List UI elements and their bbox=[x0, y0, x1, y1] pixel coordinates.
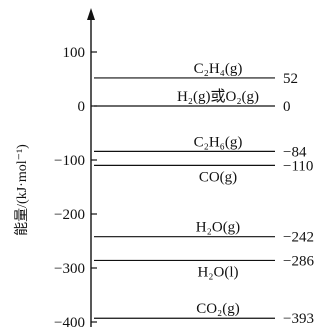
y-tick-label: −200 bbox=[54, 207, 85, 223]
species-label: C₂H₆(g) bbox=[194, 134, 243, 150]
species-label: CO₂(g) bbox=[196, 301, 240, 317]
species-label: C₂H₄(g) bbox=[194, 61, 243, 77]
species-label: H₂O(l) bbox=[197, 264, 238, 280]
y-axis-label: 能量/(kJ·mol⁻¹) bbox=[14, 144, 30, 236]
energy-value-label: −110 bbox=[283, 158, 313, 174]
energy-value-label: −286 bbox=[283, 253, 314, 269]
species-label: CO(g) bbox=[199, 169, 237, 185]
energy-value-label: −84 bbox=[283, 144, 307, 160]
y-tick-label: −300 bbox=[54, 261, 85, 277]
energy-value-label: −242 bbox=[283, 230, 314, 246]
y-tick-label: 0 bbox=[78, 99, 86, 115]
y-ticks: 100 0 −100 −200 −300 −400 bbox=[54, 45, 97, 329]
species-label: H₂O(g) bbox=[196, 220, 240, 236]
y-axis-arrow bbox=[87, 8, 95, 20]
y-tick-label: −100 bbox=[54, 153, 85, 169]
species-label: H₂(g)或O₂(g) bbox=[177, 88, 259, 105]
y-tick-label: −400 bbox=[54, 315, 85, 329]
energy-value-label: −393 bbox=[283, 311, 314, 327]
energy-value-label: 0 bbox=[283, 99, 291, 115]
y-tick-label: 100 bbox=[63, 45, 86, 61]
energy-value-label: 52 bbox=[283, 71, 298, 87]
